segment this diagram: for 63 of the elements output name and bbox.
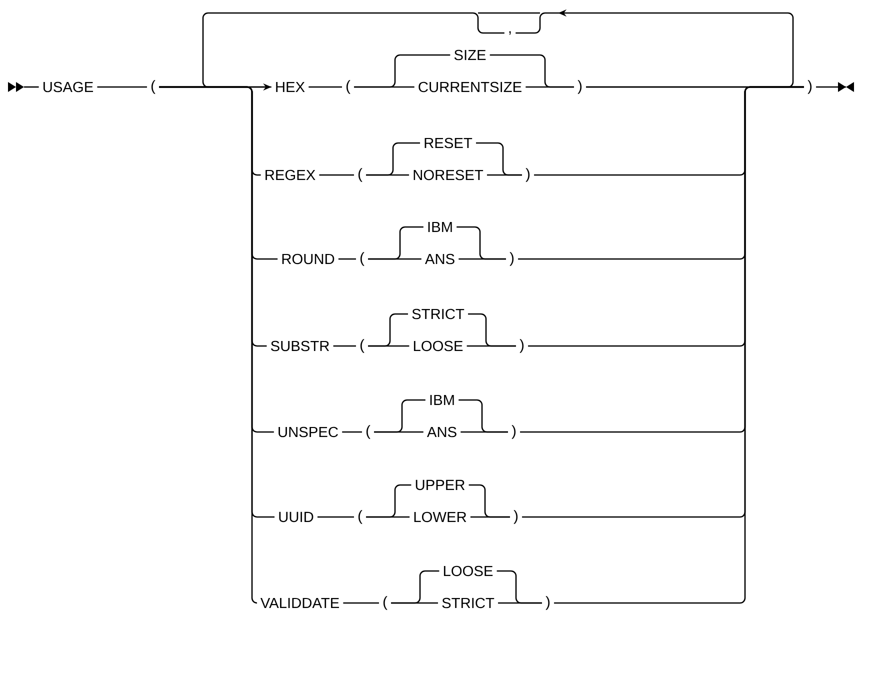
syntax-token: ( — [362, 422, 374, 442]
syntax-line — [343, 602, 379, 604]
syntax-token: ( — [380, 593, 390, 613]
syntax-line — [374, 431, 424, 433]
syntax-line — [159, 86, 258, 604]
syntax-token: IBM — [426, 392, 458, 408]
syntax-line — [317, 516, 354, 518]
syntax-token: SUBSTR — [267, 338, 333, 354]
syntax-token: ( — [356, 249, 368, 269]
syntax-token: ( — [354, 507, 366, 527]
syntax-token: ) — [522, 165, 534, 185]
syntax-token: ) — [508, 422, 520, 442]
syntax-token: LOOSE — [440, 562, 496, 580]
syntax-token: HEX — [272, 79, 308, 95]
syntax-token: ANS — [424, 424, 460, 440]
syntax-token: VALIDDATE — [257, 595, 343, 611]
syntax-token: NORESET — [410, 166, 486, 184]
syntax-line — [308, 86, 342, 88]
syntax-token: REGEX — [261, 166, 319, 184]
syntax-token: ( — [148, 77, 158, 97]
syntax-line — [498, 602, 542, 604]
syntax-token: STRICT — [408, 306, 468, 322]
syntax-line — [319, 174, 354, 176]
syntax-token: ) — [804, 77, 816, 97]
syntax-line — [458, 258, 506, 260]
syntax-line — [368, 258, 422, 260]
syntax-token: IBM — [424, 219, 456, 235]
syntax-line — [342, 431, 362, 433]
syntax-line — [466, 345, 516, 347]
syntax-token: ) — [574, 77, 586, 97]
syntax-line — [391, 602, 438, 604]
syntax-token: ) — [542, 593, 554, 613]
syntax-line — [460, 431, 508, 433]
syntax-line — [366, 516, 410, 518]
syntax-line — [97, 86, 147, 88]
syntax-token: USAGE — [39, 78, 97, 96]
syntax-token: UUID — [275, 508, 317, 526]
syntax-token: UNSPEC — [274, 424, 342, 440]
syntax-token: ) — [506, 249, 518, 269]
syntax-token: CURRENTSIZE — [415, 78, 525, 96]
syntax-token: LOWER — [410, 508, 470, 526]
syntax-token: ROUND — [278, 250, 338, 268]
syntax-token: ( — [354, 165, 366, 185]
syntax-token: ( — [356, 336, 368, 356]
syntax-token: ANS — [422, 250, 458, 268]
syntax-line — [554, 86, 804, 604]
syntax-line — [470, 516, 510, 518]
syntax-token: LOOSE — [410, 338, 466, 354]
syntax-token: ) — [510, 507, 522, 527]
syntax-line — [368, 345, 410, 347]
syntax-line — [486, 174, 522, 176]
syntax-token: ( — [342, 77, 354, 97]
syntax-line — [366, 174, 410, 176]
syntax-line — [338, 258, 356, 260]
syntax-token: STRICT — [438, 594, 498, 612]
syntax-line — [526, 86, 574, 88]
syntax-line — [354, 86, 414, 88]
syntax-token: ) — [516, 336, 528, 356]
syntax-token: RESET — [420, 134, 476, 152]
syntax-token: , — [505, 28, 515, 38]
syntax-token: UPPER — [412, 476, 468, 494]
syntax-token: SIZE — [450, 46, 490, 64]
syntax-line — [333, 345, 356, 347]
